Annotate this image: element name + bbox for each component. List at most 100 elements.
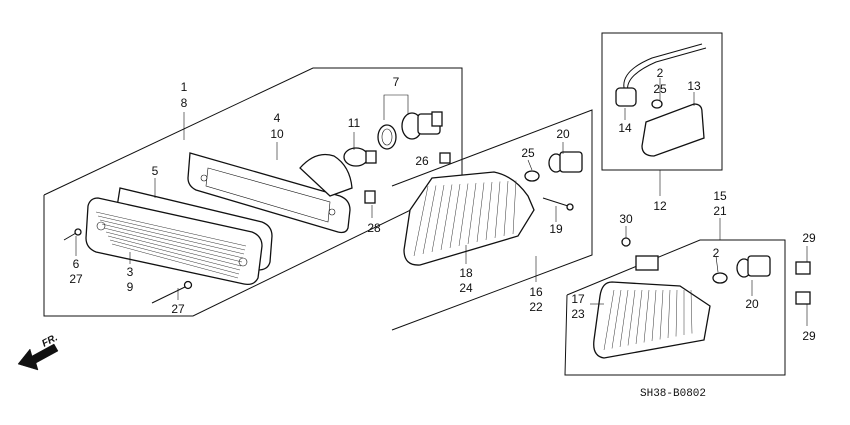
hatch-line [440,184,453,251]
part-label: 20 [745,297,759,311]
turn-signal-lens [85,197,263,286]
hatch-line [101,223,244,259]
group-box-side-marker [601,32,723,171]
part-label: 28 [367,221,381,235]
hatch-line [643,289,650,343]
part-label: 18 [459,266,473,280]
part-label: 27 [171,302,185,316]
part-label: 10 [270,127,284,141]
arrow-icon [17,343,59,371]
screw-part-27 [151,280,193,304]
clip-part-29-bottom [795,291,811,305]
part-label: 27 [69,272,83,286]
hatch-line [95,211,247,247]
hatch-line [431,184,445,253]
part-label: 17 [571,292,585,306]
part-label: 2 [713,246,720,260]
hatch-line [476,182,485,243]
hatch-line [503,180,509,237]
hatch-line [109,239,240,275]
corner-lens-left [403,171,535,266]
bulb-part-2-right [712,272,728,284]
side-marker-harness [615,43,707,109]
hatch-line [603,289,615,351]
hatch-line [675,289,678,337]
part-label: 16 [529,285,543,299]
part-label: 8 [181,96,188,110]
part-label: 30 [619,212,633,226]
hatch-line [97,215,246,251]
screw-part-30 [621,237,631,247]
socket-part-7 [377,111,443,150]
part-label: 20 [556,127,570,141]
socket-part-20-left [548,151,583,173]
part-label: 19 [549,222,563,236]
hatch-line [99,219,245,255]
part-label: 26 [415,154,429,168]
part-label: 13 [687,79,701,93]
hatch-line [494,181,501,239]
hatch-line [467,182,477,245]
hatch-line [111,243,239,279]
part-label: 6 [73,257,80,271]
hatch-line [105,231,242,267]
hatch-line [458,183,469,247]
hatch-line [635,289,643,345]
side-marker-lens [641,103,705,157]
hatch-line [651,289,657,342]
part-label: 23 [571,307,585,321]
hatch-line [449,183,461,249]
bulb-part-11 [343,147,377,167]
hatch-line [690,289,693,334]
part-label: 1 [181,80,188,94]
hatch-line [485,181,493,241]
hatch-line [627,289,636,346]
hatch-line [611,289,622,349]
part-label: 4 [274,111,281,125]
part-label: 29 [802,231,816,245]
part-label: 15 [713,189,727,203]
clip-part-29-top [795,261,811,275]
hatch-line [422,185,437,255]
front-direction-indicator: FR. [17,332,60,371]
part-label: 12 [653,199,667,213]
socket-part-20-right [736,255,771,278]
part-label: 3 [127,265,134,279]
hatch-line [103,227,243,263]
front-label: FR. [40,332,59,349]
screw-part-19 [542,197,574,211]
part-label: 5 [152,164,159,178]
corner-lens-right [593,255,711,359]
lens-hatching [95,211,247,279]
part-label: 14 [618,121,632,135]
part-labels: 1 8 4 10 7 11 5 26 28 6 27 3 9 27 20 25 … [69,66,816,343]
hatch-line [107,235,241,271]
bulb-part-25-left [524,170,540,182]
part-label: 29 [802,329,816,343]
group-box-corner-light-left [391,109,593,331]
corner-left-hatching [413,180,517,257]
hatch-line [512,180,517,235]
diagram-code: SH38-B0802 [640,388,706,400]
turn-signal-housing [187,152,353,234]
part-label: 2 [657,66,664,80]
leader-lines [75,78,808,326]
group-box-corner-light-right [564,239,786,376]
part-label: 24 [459,281,473,295]
part-label: 7 [393,75,400,89]
part-label: 9 [127,280,134,294]
part-label: 25 [521,146,535,160]
screw-part-6 [63,228,82,241]
clip-part-28 [364,190,376,204]
part-label: 22 [529,300,543,314]
part-label: 25 [653,82,667,96]
part-label: 21 [713,204,727,218]
hatch-line [667,289,671,339]
part-label: 11 [348,116,361,130]
hatch-line [413,185,429,257]
corner-right-hatching [603,289,693,351]
hatch-line [659,289,664,340]
hatch-line [619,289,629,348]
clip-part-26 [439,152,451,164]
